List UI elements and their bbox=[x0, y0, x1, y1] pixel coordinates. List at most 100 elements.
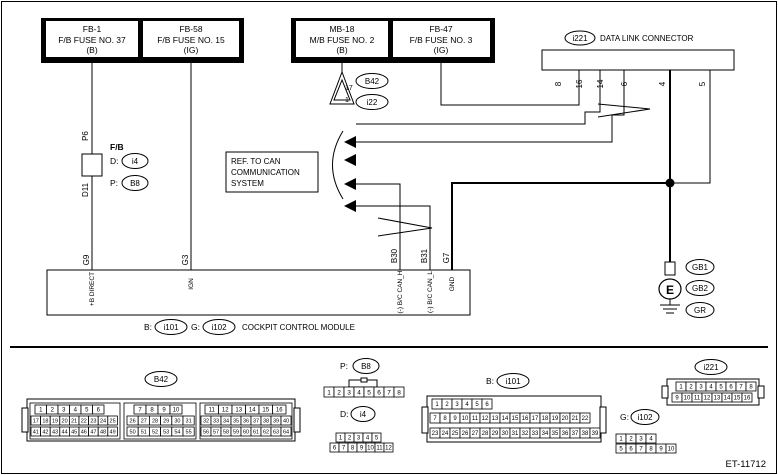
b42-pin-54: 54 bbox=[174, 429, 180, 435]
fuse-fb1-id: FB-1 bbox=[83, 24, 102, 34]
b42-pin-60: 60 bbox=[243, 429, 249, 435]
b42-pin-35: 35 bbox=[233, 418, 239, 424]
b8-pin-8-cell bbox=[393, 386, 405, 398]
i101-pin-26: 26 bbox=[462, 431, 469, 437]
i102-pin-7: 7 bbox=[639, 447, 643, 453]
b42-pin-17: 17 bbox=[33, 418, 39, 424]
fuse-fb47-id: FB-47 bbox=[429, 24, 452, 34]
i101-pin-17: 17 bbox=[532, 416, 539, 422]
fb-p-conn: B8 bbox=[130, 179, 140, 188]
b42-pin-2: 2 bbox=[51, 408, 55, 414]
fuse-mb18-id: MB-18 bbox=[329, 24, 354, 34]
terminal-gnd: GND bbox=[449, 276, 456, 291]
i4-pin-5-cell bbox=[371, 432, 382, 443]
module-g-conn: i102 bbox=[211, 323, 227, 332]
i221-pin-2: 2 bbox=[689, 385, 693, 391]
b42-pin-14: 14 bbox=[249, 408, 256, 414]
i101-pin-22: 22 bbox=[582, 416, 589, 422]
module-pin-b31: B31 bbox=[420, 248, 429, 263]
dlc-pin-4: 4 bbox=[658, 81, 667, 86]
i101-pin-23: 23 bbox=[432, 431, 439, 437]
b42-pin-18: 18 bbox=[42, 418, 48, 424]
b8-pin-2: 2 bbox=[337, 389, 341, 396]
i221-pin-3: 3 bbox=[699, 385, 703, 391]
i102-pin-10: 10 bbox=[668, 447, 675, 453]
i4-pin-4: 4 bbox=[366, 436, 370, 442]
b42-pin-40-cell bbox=[280, 415, 292, 426]
i101-pin-8: 8 bbox=[443, 416, 447, 422]
mb-conn-bottom: i22 bbox=[367, 98, 378, 107]
i101-pin-21: 21 bbox=[572, 416, 579, 422]
i221-pin-9: 9 bbox=[675, 396, 679, 402]
i102-view-prefix: G: bbox=[620, 412, 629, 422]
dlc-name: DATA LINK CONNECTOR bbox=[600, 34, 694, 43]
i101-pin-1: 1 bbox=[435, 402, 439, 408]
i4-pin-6: 6 bbox=[333, 446, 337, 452]
cockpit-control-module: G9 G3 B30 B31 G7 +B DIRECT IGN (-) B/C C… bbox=[46, 248, 471, 335]
fuse-fb58-circuit: (IG) bbox=[184, 45, 199, 55]
ground-point-gb2: GB2 bbox=[692, 284, 709, 293]
mb-pin-bottom: 1 bbox=[345, 97, 349, 104]
i101-pin-9: 9 bbox=[453, 416, 457, 422]
fuse-fb58-id: FB-58 bbox=[179, 24, 202, 34]
b42-pin-45: 45 bbox=[71, 429, 77, 435]
terminal-can-l: (-) B/C CAN_L bbox=[427, 271, 434, 313]
b42-pin-23: 23 bbox=[90, 418, 96, 424]
i101-pin-19: 19 bbox=[552, 416, 559, 422]
b42-pin-10: 10 bbox=[173, 408, 180, 414]
i101-pin-6: 6 bbox=[485, 402, 489, 408]
b42-pin-55-cell bbox=[182, 426, 195, 437]
i221-pin-5: 5 bbox=[719, 385, 723, 391]
i221-pin-15: 15 bbox=[734, 396, 741, 402]
wire-harness bbox=[91, 63, 711, 270]
b8-view-prefix: P: bbox=[340, 361, 348, 371]
b42-pin-48: 48 bbox=[100, 429, 106, 435]
i101-pin-20: 20 bbox=[562, 416, 569, 422]
b42-pin-12: 12 bbox=[222, 408, 229, 414]
b42-pin-47: 47 bbox=[90, 429, 96, 435]
i102-pin-5: 5 bbox=[619, 447, 623, 453]
b42-pin-4: 4 bbox=[74, 408, 78, 414]
b42-pin-36: 36 bbox=[243, 418, 249, 424]
i221-pin-12: 12 bbox=[704, 396, 711, 402]
i102-pin-3: 3 bbox=[639, 437, 643, 443]
i101-pin-13: 13 bbox=[492, 416, 499, 422]
b42-pin-6: 6 bbox=[97, 408, 101, 414]
module-pin-g3: G3 bbox=[181, 254, 190, 265]
b8-pin-1: 1 bbox=[327, 389, 331, 396]
module-g-label: G: bbox=[191, 322, 200, 332]
b8-pin-8: 8 bbox=[397, 389, 401, 396]
b42-pin-56: 56 bbox=[203, 429, 209, 435]
b42-pin-41: 41 bbox=[33, 429, 39, 435]
fuse-fb1-circuit: (B) bbox=[86, 45, 98, 55]
fb-p-label: P: bbox=[110, 178, 118, 188]
b42-pin-21: 21 bbox=[71, 418, 77, 424]
i221-pin-1: 1 bbox=[679, 385, 683, 391]
i101-pin-36: 36 bbox=[562, 431, 569, 437]
fuse-fb47-circuit: (IG) bbox=[434, 45, 449, 55]
ground-point-gr: GR bbox=[694, 306, 706, 315]
b42-pin-53: 53 bbox=[163, 429, 169, 435]
b42-pin-25-cell bbox=[107, 415, 118, 426]
i101-pin-29: 29 bbox=[492, 431, 499, 437]
fb-d-conn: i4 bbox=[132, 157, 139, 166]
dlc-pin-8: 8 bbox=[554, 81, 563, 86]
b8-pin-3: 3 bbox=[347, 389, 351, 396]
i102-view-label: i102 bbox=[637, 413, 653, 422]
b42-pin-63: 63 bbox=[273, 429, 279, 435]
i101-pin-15: 15 bbox=[512, 416, 519, 422]
i101-pin-14: 14 bbox=[502, 416, 509, 422]
i101-pin-34: 34 bbox=[542, 431, 549, 437]
fb-connector: P6 D11 F/B D: i4 P: B8 bbox=[81, 131, 149, 197]
module-b-conn: i101 bbox=[163, 323, 179, 332]
i4-pin-7: 7 bbox=[342, 446, 346, 452]
b42-pin-31-cell bbox=[182, 415, 195, 426]
b42-pin-13: 13 bbox=[235, 408, 242, 414]
i221-view-label: i221 bbox=[703, 363, 719, 372]
i221-pin-14: 14 bbox=[724, 396, 731, 402]
ground-point-gb1: GB1 bbox=[692, 263, 709, 272]
i101-pin-3: 3 bbox=[455, 402, 459, 408]
